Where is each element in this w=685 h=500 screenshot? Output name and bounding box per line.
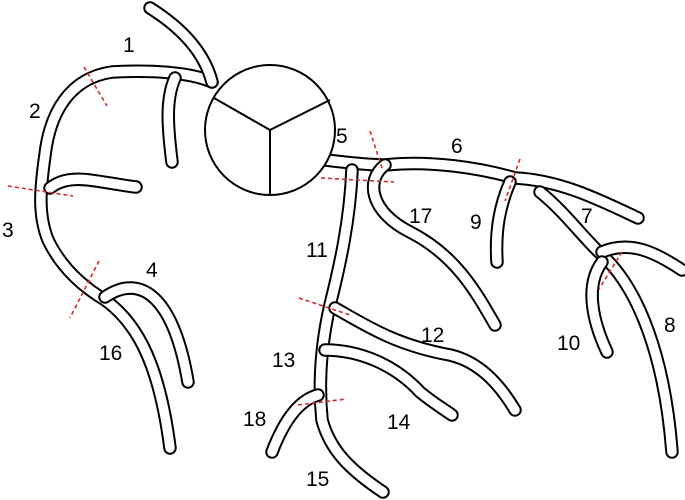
acute-marginal-branch-lumen [45, 174, 141, 193]
segment-label-2: 2 [29, 100, 41, 123]
vessels [34, 1, 685, 499]
segment-labels: 1 2 3 4 5 6 7 8 9 10 11 12 13 14 15 16 1… [2, 34, 676, 491]
rca-vessel [34, 64, 219, 455]
segment-label-6: 6 [451, 135, 463, 158]
segment-label-11: 11 [306, 239, 328, 262]
segment-10-branch-lumen [587, 257, 612, 357]
left-main-lad-vessel-lumen [320, 155, 643, 223]
segment-label-15: 15 [306, 468, 329, 491]
lad-distal-vessel [533, 185, 679, 459]
segment-label-9: 9 [470, 211, 482, 234]
boundary-13-15 [297, 398, 347, 406]
rca-vessel-lumen [36, 66, 217, 453]
aortic-cusp-line-left [213, 97, 271, 131]
segment-label-14: 14 [387, 411, 411, 434]
segment-boundaries [7, 66, 623, 406]
segment-label-7: 7 [581, 205, 593, 228]
segment-9-branch-lumen [491, 177, 515, 267]
conus-branch-lumen [145, 3, 217, 87]
segment-label-4: 4 [146, 259, 158, 282]
boundary-6-7 [504, 158, 521, 202]
segment-label-12: 12 [421, 324, 444, 347]
sinus-node-branch-lumen [163, 73, 180, 167]
boundary-left-main [320, 177, 395, 183]
segment-label-5: 5 [336, 125, 348, 148]
segment-label-16: 16 [99, 342, 122, 365]
boundary-11-13 [298, 297, 351, 316]
aortic-cusp-line-right [269, 99, 331, 131]
segment-12-branch-lumen [330, 303, 520, 415]
boundary-2-3 [7, 185, 74, 197]
segment-label-10: 10 [557, 332, 580, 355]
segment-7-branch-lumen [597, 242, 685, 275]
segment-label-1: 1 [123, 34, 135, 57]
segment-label-3: 3 [2, 219, 14, 242]
segment-label-8: 8 [664, 314, 676, 337]
segment-14-branch-lumen [320, 345, 457, 420]
boundary-1-2 [83, 66, 108, 107]
segment-18-branch-lumen [267, 390, 323, 457]
lad-distal-vessel-lumen [535, 187, 677, 457]
boundary-7-8 [598, 251, 623, 290]
segment-label-17: 17 [409, 205, 432, 228]
segment-label-18: 18 [243, 408, 266, 431]
segment-label-13: 13 [272, 349, 295, 372]
segment-17-branch-lumen [368, 160, 500, 330]
segment-4-branch-lumen [100, 283, 193, 387]
boundary-5-6 [369, 130, 384, 172]
aortic-root [204, 64, 336, 196]
boundary-3-16 [69, 260, 100, 319]
